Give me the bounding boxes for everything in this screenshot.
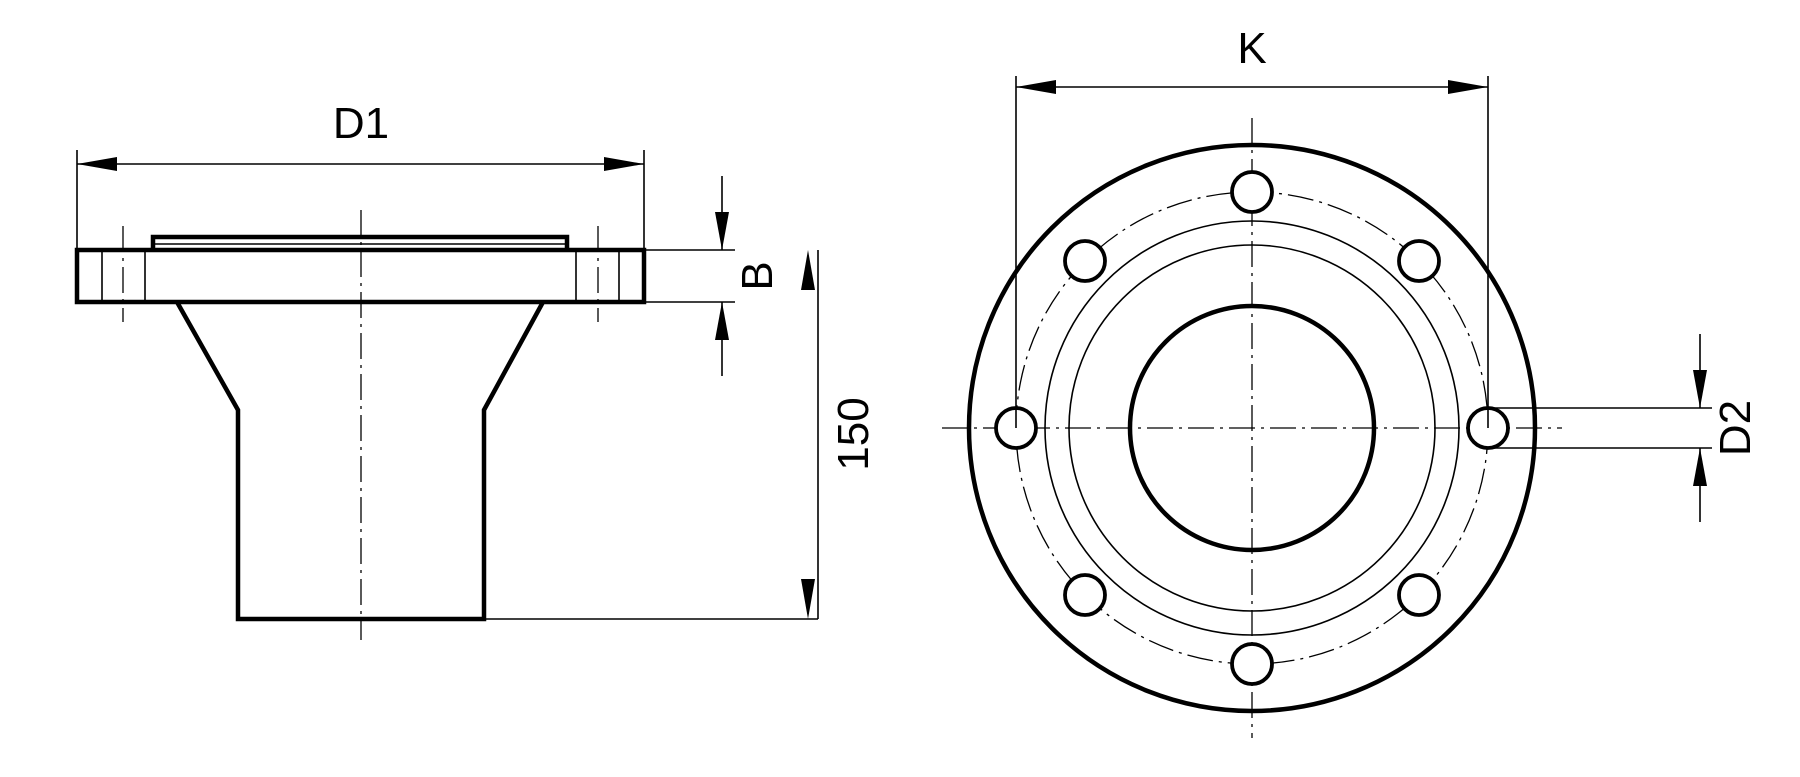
side-view: D1 B 150: [74, 99, 878, 640]
d2-arrow-top: [1693, 370, 1707, 408]
bolt-hole: [1397, 573, 1441, 617]
dimension-d1: D1: [76, 99, 645, 250]
k-arrow-right: [1448, 80, 1488, 94]
dimension-height: 150: [484, 250, 878, 620]
b-arrow-bottom: [715, 302, 729, 340]
front-view: K D2: [942, 24, 1760, 738]
hub-body: [175, 300, 545, 622]
dimension-k: K: [1015, 24, 1489, 428]
d2-arrow-bottom: [1693, 448, 1707, 486]
height-arrow-top: [801, 250, 815, 290]
bolt-hole: [1230, 170, 1274, 214]
dimension-label-k: K: [1237, 24, 1266, 73]
bolt-hole: [1063, 573, 1107, 617]
dimension-label-height: 150: [829, 397, 878, 470]
dimension-d2: D2: [1488, 334, 1760, 522]
dimension-label-d1: D1: [333, 99, 389, 148]
k-arrow-left: [1016, 80, 1056, 94]
dimension-label-d2: D2: [1711, 400, 1760, 456]
b-arrow-top: [715, 212, 729, 250]
height-arrow-bottom: [801, 579, 815, 619]
bolt-hole: [1397, 239, 1441, 283]
d1-arrow-right: [604, 157, 644, 171]
dimension-b: B: [644, 176, 782, 376]
bolt-hole: [1063, 239, 1107, 283]
bolt-hole: [1230, 642, 1274, 686]
d1-arrow-left: [77, 157, 117, 171]
dimension-label-b: B: [733, 261, 782, 290]
